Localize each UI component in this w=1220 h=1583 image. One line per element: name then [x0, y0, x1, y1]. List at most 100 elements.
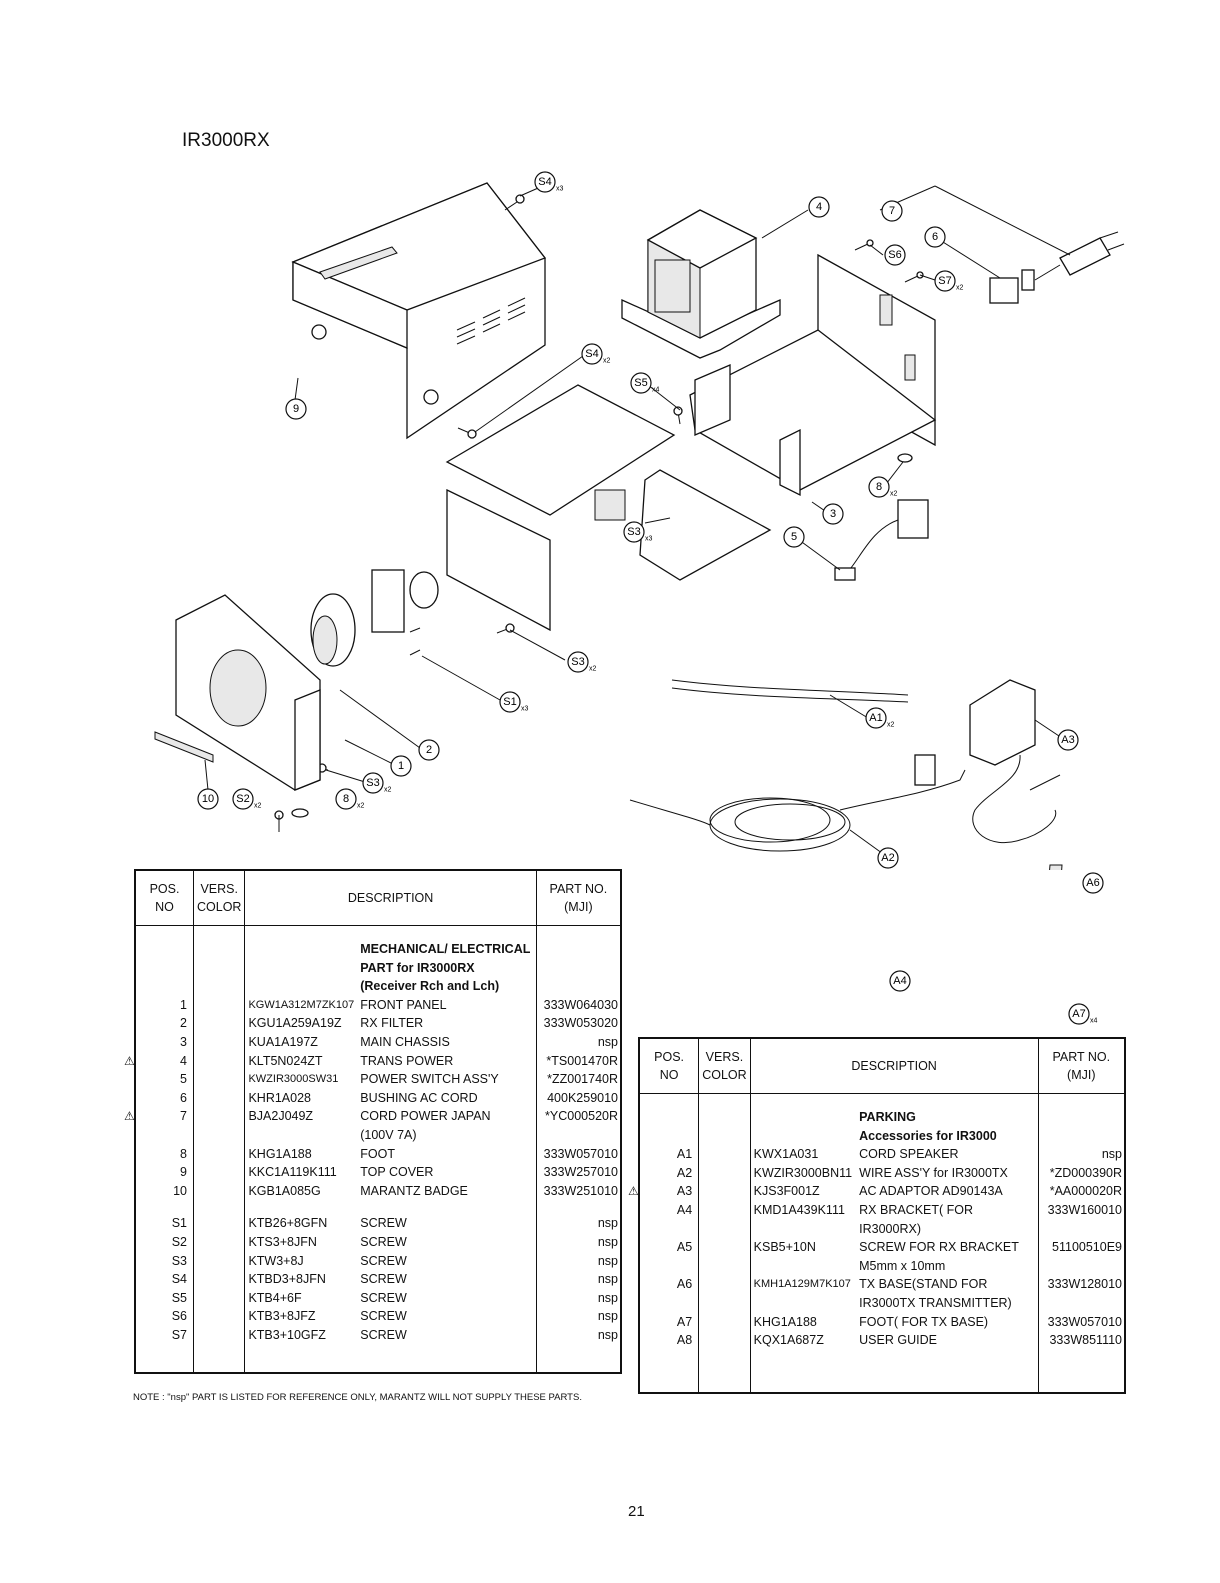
vers-cell — [192, 1107, 245, 1126]
part-number: *ZZ001740R — [535, 1070, 621, 1089]
code-cell — [244, 958, 358, 978]
pos-cell — [639, 1127, 699, 1146]
pos-number: A5 — [676, 1240, 693, 1255]
header-description: DESCRIPTION — [749, 1038, 1039, 1094]
pos-cell: 2 — [135, 1014, 194, 1033]
callout-8-front: 8x2 — [335, 788, 365, 810]
part-number: nsp — [535, 1307, 621, 1326]
part-number: nsp — [535, 1288, 621, 1308]
part-number: *YC000520R — [535, 1107, 621, 1126]
accessory-tx-base — [1049, 864, 1063, 870]
section-heading: MECHANICAL/ ELECTRICAL — [360, 942, 531, 956]
svg-text:S3: S3 — [627, 526, 640, 538]
part-code: KTBD3+8JFN — [244, 1270, 358, 1289]
svg-text:S7: S7 — [938, 275, 951, 287]
svg-text:x2: x2 — [890, 491, 898, 498]
svg-text:A4: A4 — [893, 975, 906, 987]
part-description: SCREW — [360, 1309, 407, 1324]
part-description: MAIN CHASSIS — [360, 1034, 450, 1049]
svg-text:S3: S3 — [366, 777, 379, 789]
svg-text:2: 2 — [426, 744, 432, 756]
vers-cell — [192, 958, 245, 978]
section-heading: PART for IR3000RX — [360, 960, 475, 975]
svg-text:x2: x2 — [384, 787, 392, 794]
callout-1: 1 — [390, 755, 412, 777]
vers-cell — [698, 1108, 751, 1127]
accessory-cord-speaker — [671, 679, 909, 703]
callout-4: 4 — [808, 196, 830, 218]
vers-cell — [698, 1145, 751, 1164]
pos-number: 6 — [180, 1090, 187, 1105]
part-description: POWER SWITCH ASS'Y — [360, 1072, 499, 1087]
vers-cell — [192, 1051, 245, 1071]
section-heading-row: MECHANICAL/ ELECTRICAL — [135, 940, 621, 959]
vers-cell — [192, 1014, 245, 1033]
pos-cell — [639, 1294, 699, 1313]
part-number: nsp — [1037, 1145, 1125, 1164]
svg-text:A3: A3 — [1061, 734, 1074, 746]
pos-number: S1 — [171, 1216, 187, 1231]
part-code: KMD1A439K111 — [749, 1200, 857, 1239]
main-chassis-part — [689, 253, 937, 497]
part-number: 333W128010 — [1037, 1275, 1125, 1294]
header-part-no: PART NO. (MJI) — [1037, 1038, 1125, 1094]
part-number: 333W057010 — [535, 1144, 621, 1164]
part-code: KKC1A119K111 — [244, 1163, 358, 1182]
part-description: FOOT — [360, 1146, 395, 1161]
pos-number: 1 — [180, 997, 187, 1012]
vers-cell — [192, 1214, 245, 1233]
part-number: nsp — [535, 1214, 621, 1233]
svg-text:7: 7 — [889, 205, 895, 217]
part-number: 333W251010 — [535, 1181, 621, 1201]
svg-text:S1: S1 — [503, 696, 516, 708]
pos-number: A3 — [676, 1184, 693, 1199]
part-description: USER GUIDE — [859, 1333, 937, 1348]
svg-text:A7: A7 — [1072, 1008, 1085, 1020]
vers-cell — [192, 1088, 245, 1108]
pos-cell — [639, 1257, 699, 1276]
part-description: TRANS POWER — [360, 1053, 454, 1068]
part-description: CORD POWER JAPAN — [360, 1109, 491, 1124]
pos-cell: S3 — [135, 1252, 194, 1271]
part-code: KTW3+8J — [244, 1251, 358, 1271]
header-pos: POS. NO — [135, 870, 194, 926]
vers-cell — [698, 1200, 751, 1239]
svg-text:8: 8 — [876, 481, 882, 493]
pos-number: 10 — [173, 1183, 187, 1198]
svg-text:S6: S6 — [888, 249, 901, 261]
vers-cell — [698, 1275, 751, 1294]
pos-number: A4 — [676, 1202, 693, 1217]
spacer-row — [639, 1349, 1125, 1364]
pos-cell — [135, 977, 194, 996]
part-number — [1037, 1256, 1125, 1276]
part-description: SCREW — [360, 1234, 407, 1249]
callout-s3-front: S3 x2 — [362, 772, 392, 794]
vers-cell — [192, 1232, 245, 1252]
callout-10: 10 — [197, 788, 219, 810]
part-description: TOP COVER — [360, 1165, 434, 1180]
part-description: CORD SPEAKER — [859, 1147, 959, 1162]
pos-number: S6 — [171, 1309, 187, 1324]
safety-warning-icon: ⚠ — [628, 1184, 639, 1199]
svg-text:S4: S4 — [585, 348, 598, 360]
part-number: 51100510E9 — [1037, 1238, 1125, 1257]
part-number: 333W053020 — [535, 1014, 621, 1033]
section-heading: Accessories for IR3000 — [859, 1128, 997, 1143]
pos-number: A6 — [676, 1277, 693, 1292]
pos-cell: A6 — [639, 1275, 699, 1294]
